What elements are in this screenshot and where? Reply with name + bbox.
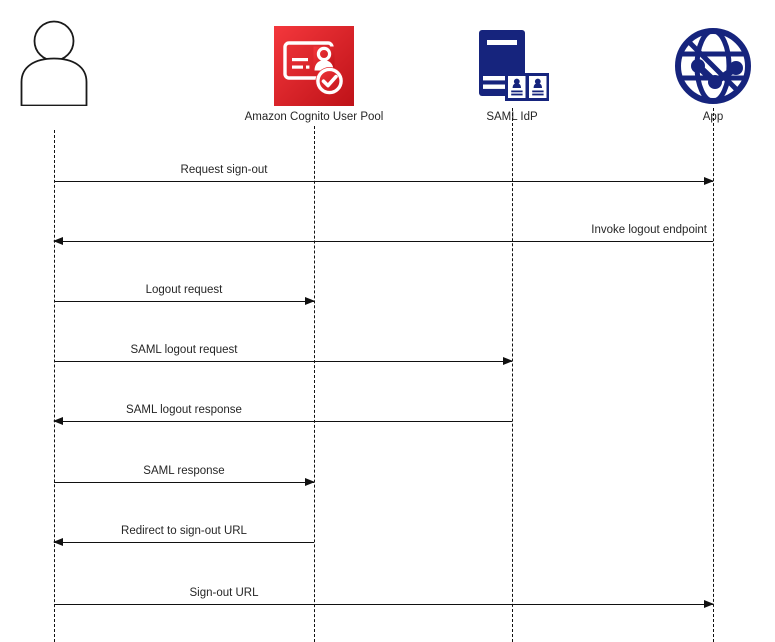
message-line bbox=[54, 181, 713, 182]
lifeline-app bbox=[713, 108, 714, 642]
participant-actor[interactable] bbox=[0, 20, 134, 110]
message-label: SAML logout request bbox=[130, 344, 238, 356]
arrowhead-right-icon bbox=[305, 296, 315, 305]
lifeline-cognito bbox=[314, 126, 315, 642]
participant-label-saml-idp: SAML IdP bbox=[486, 111, 538, 123]
participant-cognito[interactable]: Amazon Cognito User Pool bbox=[234, 20, 394, 124]
lifeline-saml-idp bbox=[512, 108, 513, 642]
arrowhead-left-icon bbox=[53, 416, 63, 425]
participant-label-app: App bbox=[702, 111, 724, 123]
message-label: SAML response bbox=[143, 465, 225, 477]
arrowhead-right-icon bbox=[305, 477, 315, 486]
message-label: Redirect to sign-out URL bbox=[121, 525, 247, 537]
lifeline-actor bbox=[54, 130, 55, 642]
amazon-cognito-user-pool-icon bbox=[234, 20, 394, 106]
arrowhead-right-icon bbox=[704, 176, 714, 185]
message-label: Logout request bbox=[145, 284, 223, 296]
message-line bbox=[54, 421, 512, 422]
message-label: Invoke logout endpoint bbox=[591, 224, 707, 236]
arrowhead-left-icon bbox=[53, 537, 63, 546]
participant-saml-idp[interactable]: SAML IdP bbox=[432, 20, 592, 124]
message-line bbox=[54, 604, 713, 605]
participant-label-cognito: Amazon Cognito User Pool bbox=[244, 111, 384, 123]
message-label: SAML logout response bbox=[126, 404, 242, 416]
arrowhead-right-icon bbox=[704, 599, 714, 608]
message-line bbox=[54, 301, 314, 302]
message-line bbox=[54, 241, 713, 242]
message-line bbox=[54, 482, 314, 483]
message-line bbox=[54, 542, 314, 543]
app-globe-network-icon bbox=[633, 20, 775, 106]
saml-idp-server-directory-icon bbox=[432, 20, 592, 106]
message-label: Request sign-out bbox=[180, 164, 268, 176]
arrowhead-right-icon bbox=[503, 356, 513, 365]
actor-person-icon bbox=[0, 20, 134, 106]
message-label: Sign-out URL bbox=[189, 587, 259, 599]
message-line bbox=[54, 361, 512, 362]
participant-app[interactable]: App bbox=[633, 20, 775, 124]
arrowhead-left-icon bbox=[53, 236, 63, 245]
